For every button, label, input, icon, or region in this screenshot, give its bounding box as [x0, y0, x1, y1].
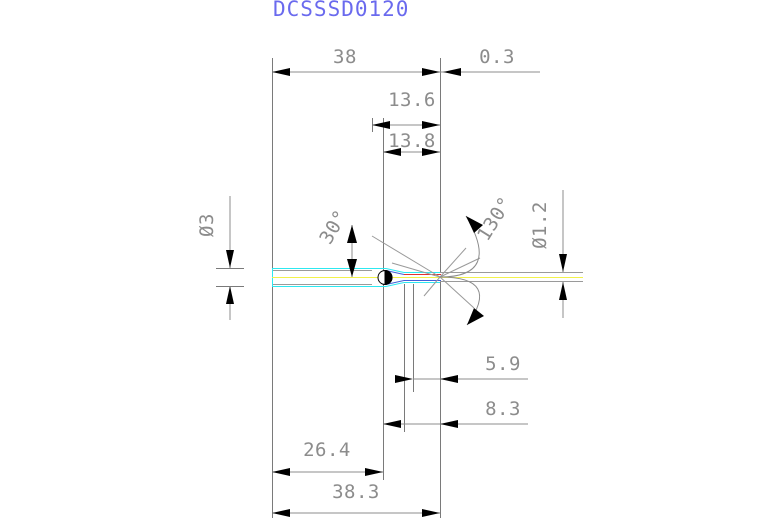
arrow-38-right: [422, 68, 440, 76]
arrow-d12-down: [559, 254, 567, 272]
arrow-38-left: [272, 68, 290, 76]
arrow-138-right: [422, 148, 440, 156]
dim-label-136: 13.6: [388, 89, 436, 111]
arrow-383-right: [422, 509, 440, 517]
arrow-130-upper: [466, 216, 483, 233]
dim-label-38: 38: [333, 46, 357, 68]
ray-lower-left: [423, 276, 441, 297]
ray-bevel-upper-left: [371, 235, 441, 278]
dimension-diameter-left-group: Ø3: [196, 196, 244, 320]
dim-label-diameter-right: Ø1.2: [529, 201, 551, 249]
dim-label-59: 5.9: [485, 353, 521, 375]
ray-upper-right: [439, 247, 467, 278]
arrow-264-left: [272, 468, 290, 476]
dimension-136-group: 13.6: [372, 89, 440, 132]
dimension-38-group: 38: [272, 46, 440, 76]
ray-upper-right-2: [439, 257, 481, 278]
dimension-03-group: 0.3: [440, 46, 540, 76]
needle-body: [272, 235, 583, 309]
drawing-title: DCSSSD0120: [273, 0, 409, 21]
tube-taper-bottom: [385, 282, 405, 287]
arrow-383-left: [272, 509, 290, 517]
dim-label-angle-130: 130°: [473, 193, 517, 245]
arrow-59: [440, 375, 458, 383]
dim-label-138: 13.8: [388, 130, 436, 152]
dim-label-264: 26.4: [303, 439, 351, 461]
ray-lower-right: [439, 276, 475, 309]
dim-label-diameter-left: Ø3: [196, 213, 218, 237]
arrow-136-right: [422, 121, 440, 129]
dimension-138-group: 13.8: [383, 130, 440, 156]
arrow-138-left: [383, 148, 401, 156]
arrow-30-up: [347, 225, 357, 243]
arrow-83-inner: [383, 420, 401, 428]
dim-label-383: 38.3: [332, 481, 380, 503]
arrow-d3-down: [226, 250, 234, 268]
dimension-383-group: 38.3: [272, 481, 440, 517]
arrow-83: [440, 420, 458, 428]
arrow-136-left: [372, 121, 390, 129]
dim-label-83: 8.3: [485, 398, 521, 420]
arrow-d12-up: [559, 282, 567, 300]
arrow-30-down: [347, 259, 357, 277]
dimension-264-group: 26.4: [272, 439, 383, 476]
dimension-angle-30-group: 30°: [315, 206, 357, 277]
dim-label-03: 0.3: [479, 46, 515, 68]
extension-lines: [272, 58, 441, 518]
dimension-59-group: 5.9: [395, 353, 528, 383]
tube-taper-top: [385, 268, 405, 273]
ray-bevel-left: [391, 262, 441, 278]
dimension-83-group: 8.3: [383, 398, 528, 428]
dimension-diameter-right-group: Ø1.2: [529, 190, 577, 318]
dimension-angle-130-group: 130°: [439, 193, 517, 326]
arrow-d3-up: [226, 286, 234, 304]
arrow-59-inner: [395, 375, 413, 383]
arrow-130-lower: [467, 308, 484, 325]
dim-label-angle-30: 30°: [315, 206, 352, 248]
arrow-03: [443, 68, 461, 76]
hub-circle-filled-half: [384, 269, 393, 286]
arrow-264-right: [365, 468, 383, 476]
